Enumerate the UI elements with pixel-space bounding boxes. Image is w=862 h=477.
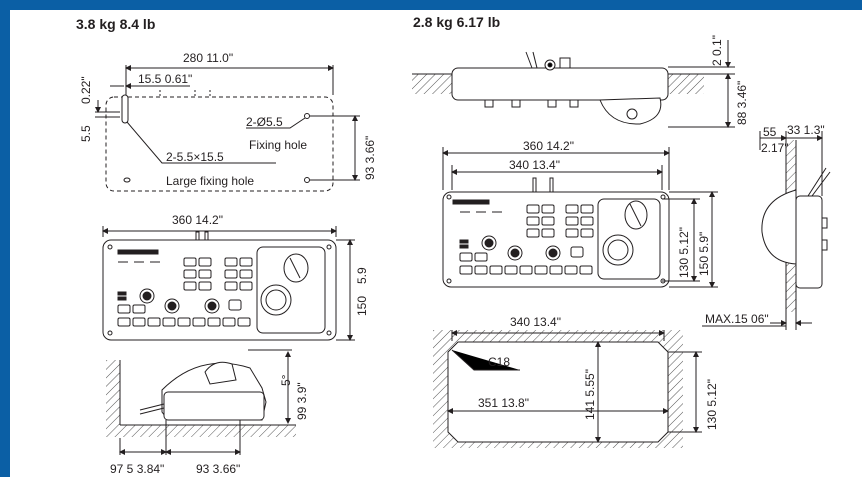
small-hole-spec: 2-Ø5.5 [246, 115, 283, 129]
cutout-corner: C18 [488, 355, 510, 369]
cutout-width: 340 13.4" [510, 315, 561, 329]
right-top-view [412, 40, 735, 128]
left-side-height: 99 3.9" [295, 382, 309, 420]
right-side-max-thickness: MAX.15 06" [705, 312, 769, 326]
right-front-outer-width: 360 14.2" [523, 139, 574, 153]
large-hole-spec: 2-5.5×15.5 [166, 150, 224, 164]
template-offset-label: 15.5 0.61" [138, 72, 192, 86]
cutout-inner-width: 351 13.8" [478, 396, 529, 410]
large-fixing-hole-shape [121, 94, 129, 124]
left-front-height-b: 150 [355, 296, 369, 316]
right-top-depth: 88 3.46" [735, 81, 749, 125]
right-front-inner-width: 340 13.4" [509, 158, 560, 172]
right-front-inner-height: 130 5.12" [677, 227, 691, 278]
cutout-inner-height: 141 5.55" [583, 369, 597, 420]
left-weight: 3.8 kg 8.4 lb [76, 16, 155, 32]
cutout-height: 130 5.12" [705, 379, 719, 430]
right-side-offset-b: 33 1.3" [787, 123, 825, 137]
template-left-margin-label: 5.5 [79, 125, 93, 142]
left-front-width-label: 360 14.2" [172, 213, 223, 227]
left-bar [0, 0, 10, 477]
fixing-hole-shape [304, 113, 310, 119]
left-front-view [102, 226, 355, 341]
right-side-offset-c: 2.17" [761, 141, 789, 155]
template-width-label: 280 11.0" [183, 51, 233, 65]
left-front-height-a: 5.9 [355, 267, 369, 284]
right-front-view [442, 147, 718, 288]
right-side-view [702, 131, 831, 330]
mounting-template-top [95, 65, 360, 192]
panel-cutout [433, 330, 702, 448]
left-front-keypad [117, 257, 253, 327]
right-top-gap: 2 0.1" [710, 35, 724, 66]
right-side-offset-a: 55 [763, 125, 777, 139]
left-side-depth-a: 97 5 3.84" [110, 462, 164, 476]
template-top-margin-label: 0.22" [79, 76, 93, 104]
large-hole-label: Large fixing hole [166, 174, 254, 188]
right-weight: 2.8 kg 6.17 lb [413, 14, 500, 30]
right-front-outer-height: 150 5.9" [697, 232, 711, 276]
small-hole-label: Fixing hole [249, 138, 307, 152]
template-height-label: 93 3.66" [363, 136, 377, 180]
left-side-angle: 5° [279, 374, 293, 386]
right-front-keypad [459, 204, 594, 275]
header-bar [0, 0, 862, 10]
left-side-view [106, 349, 296, 455]
left-side-depth-b: 93 3.66" [196, 462, 240, 476]
